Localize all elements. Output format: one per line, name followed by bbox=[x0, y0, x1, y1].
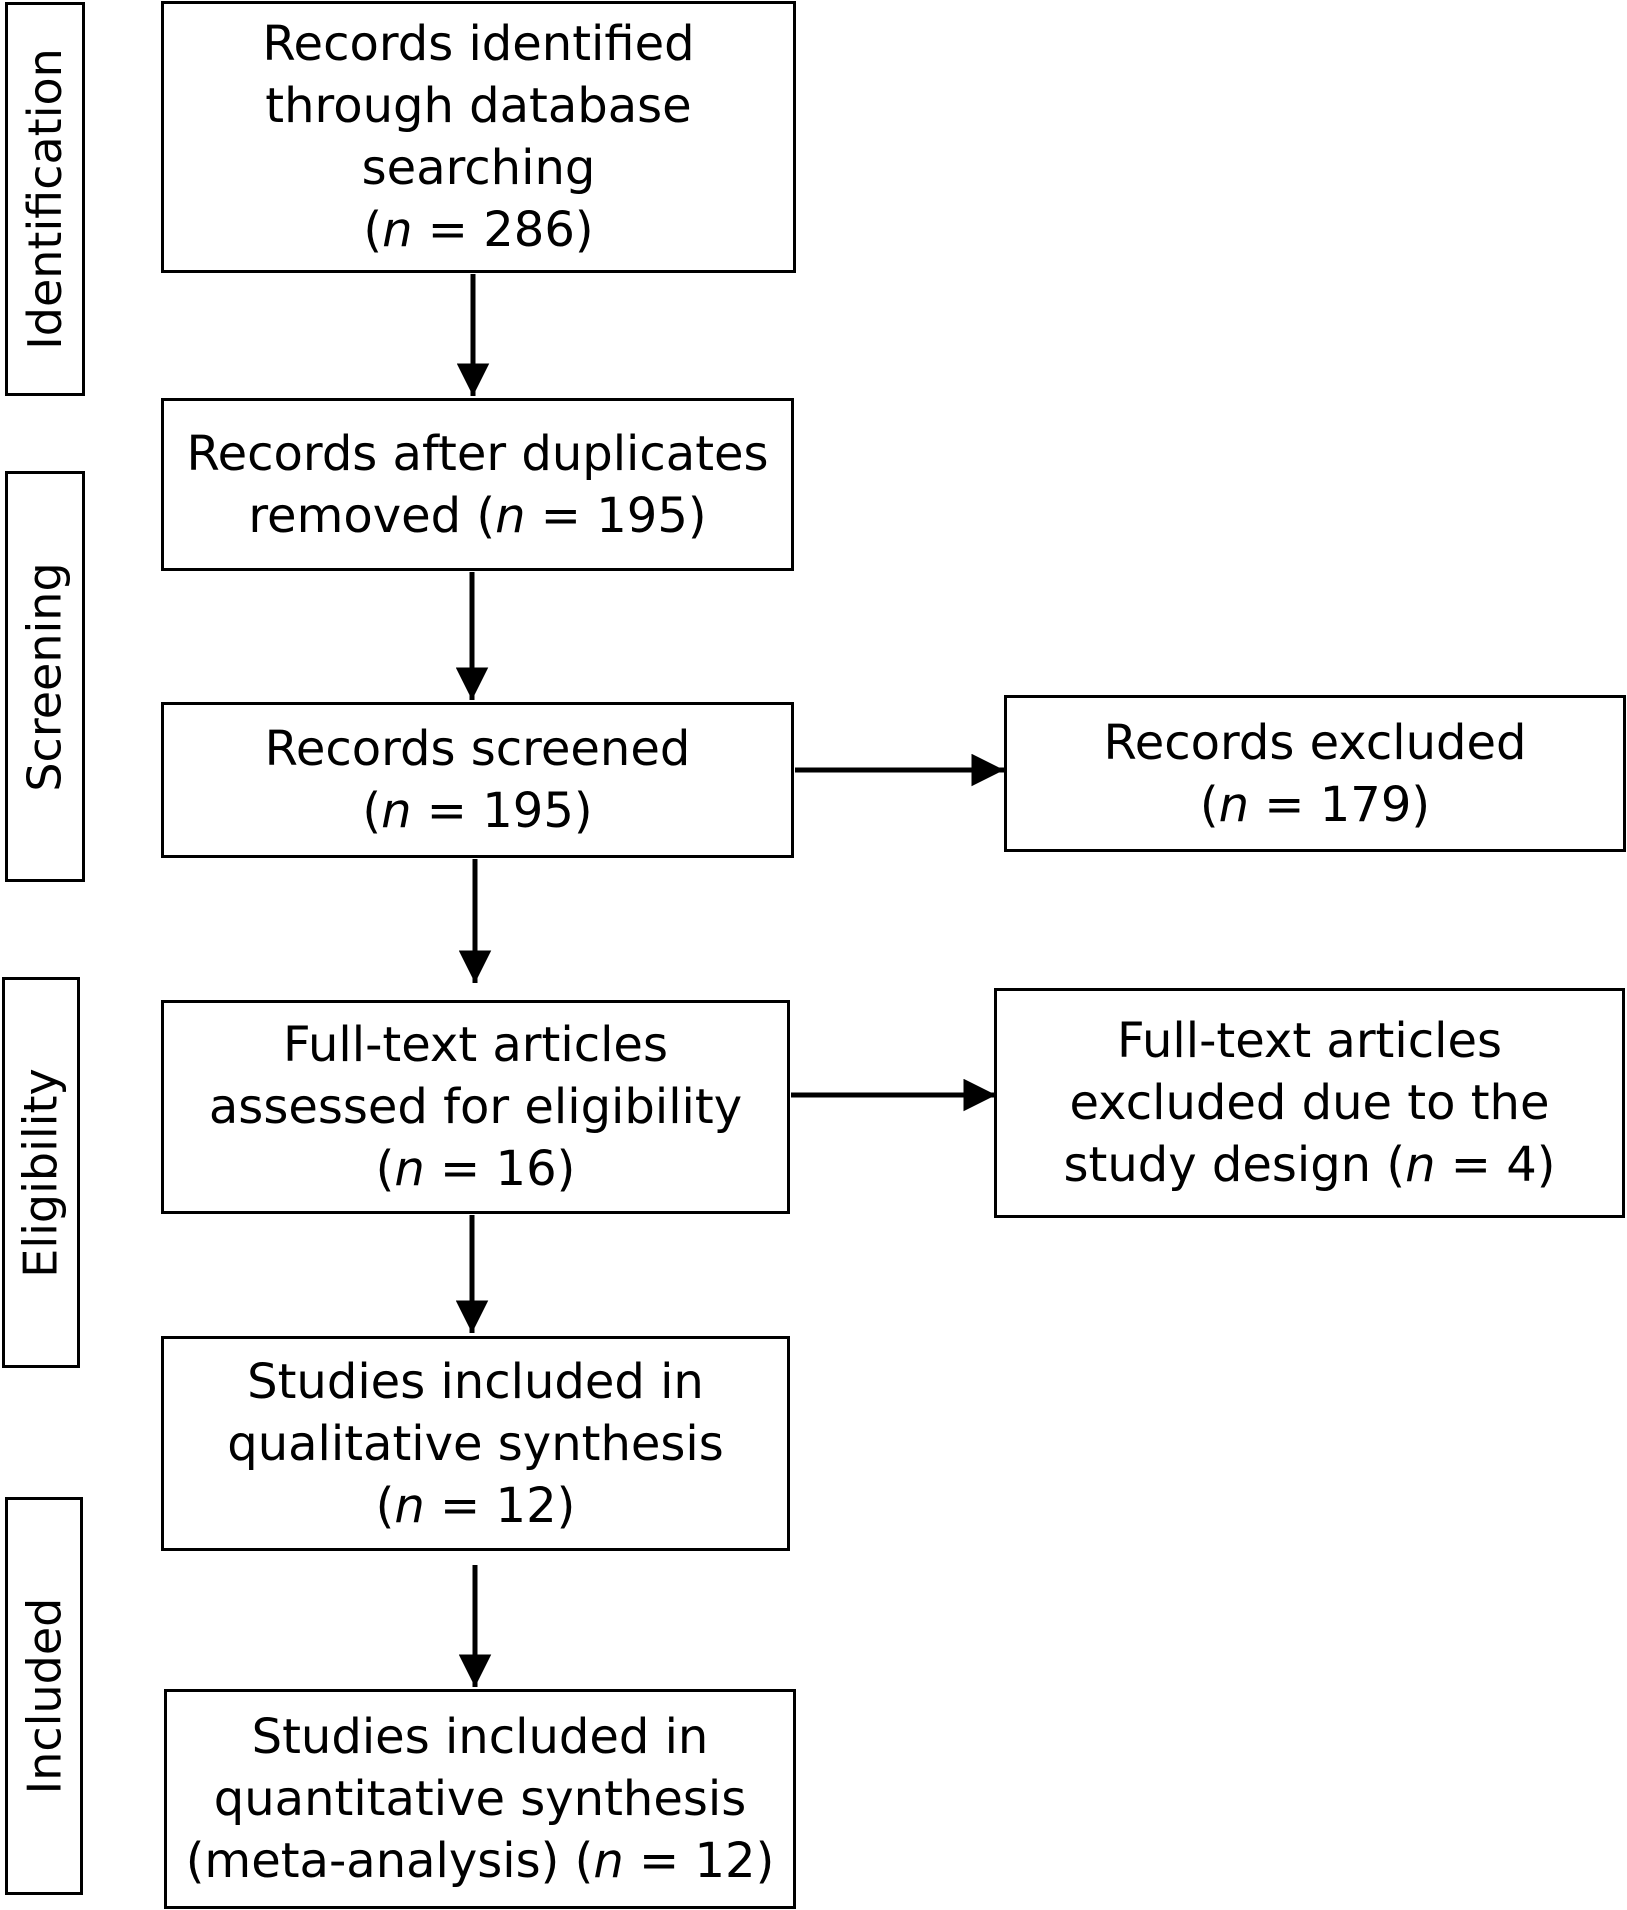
records-identified-line-2: through database bbox=[265, 78, 692, 134]
quantitative-synthesis-count: (meta-analysis) (n = 12) bbox=[185, 1833, 775, 1889]
records-excluded-count: (n = 179) bbox=[1199, 776, 1431, 833]
full-text-excluded-line-2: excluded due to the bbox=[1069, 1075, 1550, 1131]
stage-label-identification: Identification bbox=[5, 2, 85, 396]
qualitative-synthesis-line-1: Studies included in bbox=[247, 1353, 704, 1410]
full-text-assessed-count: (n = 16) bbox=[375, 1141, 576, 1197]
records-identified-line-1: Records identified bbox=[262, 16, 695, 72]
qualitative-synthesis-box: Studies included in qualitative synthesi… bbox=[161, 1336, 790, 1551]
records-after-duplicates-count: removed (n = 195) bbox=[248, 487, 707, 544]
full-text-assessed-line-2: assessed for eligibility bbox=[208, 1079, 743, 1135]
records-identified-line-3: searching bbox=[361, 140, 596, 196]
records-screened-count: (n = 195) bbox=[362, 783, 593, 839]
full-text-assessed-box: Full-text articles assessed for eligibil… bbox=[161, 1000, 790, 1214]
records-after-duplicates-line-1: Records after duplicates bbox=[186, 425, 769, 482]
records-screened-box: Records screened (n = 195) bbox=[161, 702, 794, 858]
full-text-excluded-count: study design (n = 4) bbox=[1063, 1137, 1556, 1193]
quantitative-synthesis-box: Studies included in quantitative synthes… bbox=[164, 1689, 796, 1909]
records-identified-count: (n = 286) bbox=[363, 202, 594, 258]
stage-label-screening: Screening bbox=[5, 471, 85, 882]
quantitative-synthesis-line-1: Studies included in bbox=[251, 1709, 709, 1765]
quantitative-synthesis-line-2: quantitative synthesis bbox=[213, 1771, 747, 1827]
full-text-assessed-line-1: Full-text articles bbox=[283, 1017, 668, 1073]
stage-label-included: Included bbox=[5, 1497, 83, 1895]
stage-label-eligibility: Eligibility bbox=[2, 977, 80, 1368]
qualitative-synthesis-count: (n = 12) bbox=[375, 1477, 576, 1534]
qualitative-synthesis-line-2: qualitative synthesis bbox=[227, 1415, 724, 1472]
records-excluded-line-1: Records excluded bbox=[1103, 714, 1527, 771]
full-text-excluded-line-1: Full-text articles bbox=[1117, 1013, 1502, 1069]
full-text-excluded-box: Full-text articles excluded due to the s… bbox=[994, 988, 1625, 1218]
records-identified-box: Records identified through database sear… bbox=[161, 1, 796, 273]
records-after-duplicates-box: Records after duplicates removed (n = 19… bbox=[161, 398, 794, 571]
records-screened-line-1: Records screened bbox=[264, 721, 691, 777]
records-excluded-box: Records excluded (n = 179) bbox=[1004, 695, 1626, 852]
